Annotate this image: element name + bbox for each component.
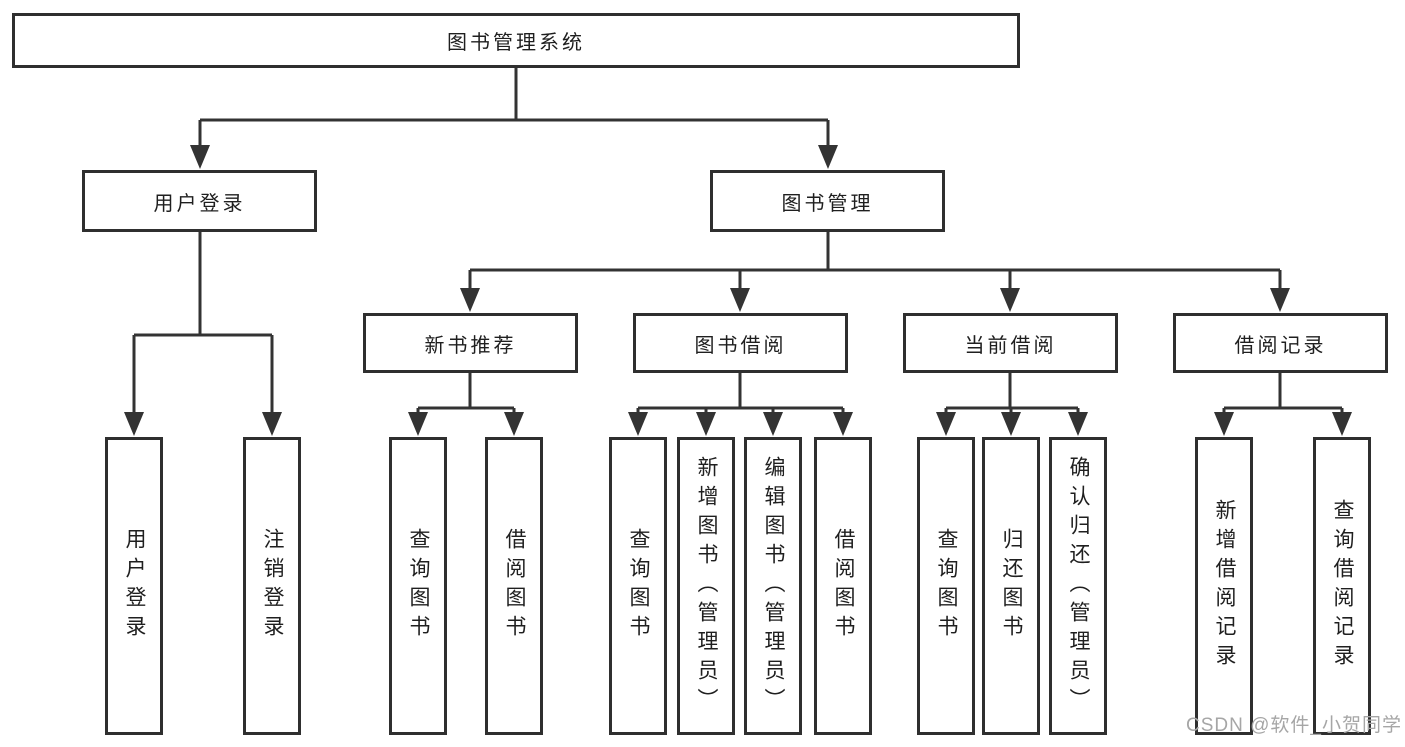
leaf-borrow-books-borrowing: 借阅图书 xyxy=(814,437,872,735)
leaf-return-books: 归还图书 xyxy=(982,437,1040,735)
node-new-book-recommend: 新书推荐 xyxy=(363,313,578,373)
leaf-query-borrow-record: 查询借阅记录 xyxy=(1313,437,1371,735)
leaf-add-borrow-record: 新增借阅记录 xyxy=(1195,437,1253,735)
leaf-query-books-current: 查询图书 xyxy=(917,437,975,735)
leaf-add-books-admin: 新增图书（管理员） xyxy=(677,437,735,735)
watermark-text: CSDN @软件_小贺同学 xyxy=(1186,715,1402,736)
node-book-borrowing: 图书借阅 xyxy=(633,313,848,373)
leaf-query-books-borrowing: 查询图书 xyxy=(609,437,667,735)
leaf-query-books-recommend: 查询图书 xyxy=(389,437,447,735)
node-borrowing-records: 借阅记录 xyxy=(1173,313,1388,373)
leaf-confirm-return-admin: 确认归还（管理员） xyxy=(1049,437,1107,735)
node-current-borrowing: 当前借阅 xyxy=(903,313,1118,373)
arrowheads xyxy=(124,145,1352,436)
leaf-user-login: 用户登录 xyxy=(105,437,163,735)
leaf-logout: 注销登录 xyxy=(243,437,301,735)
leaf-borrow-books-recommend: 借阅图书 xyxy=(485,437,543,735)
node-user-login: 用户登录 xyxy=(82,170,317,232)
node-book-management: 图书管理 xyxy=(710,170,945,232)
node-library-management-system: 图书管理系统 xyxy=(12,13,1020,68)
leaf-edit-books-admin: 编辑图书（管理员） xyxy=(744,437,802,735)
